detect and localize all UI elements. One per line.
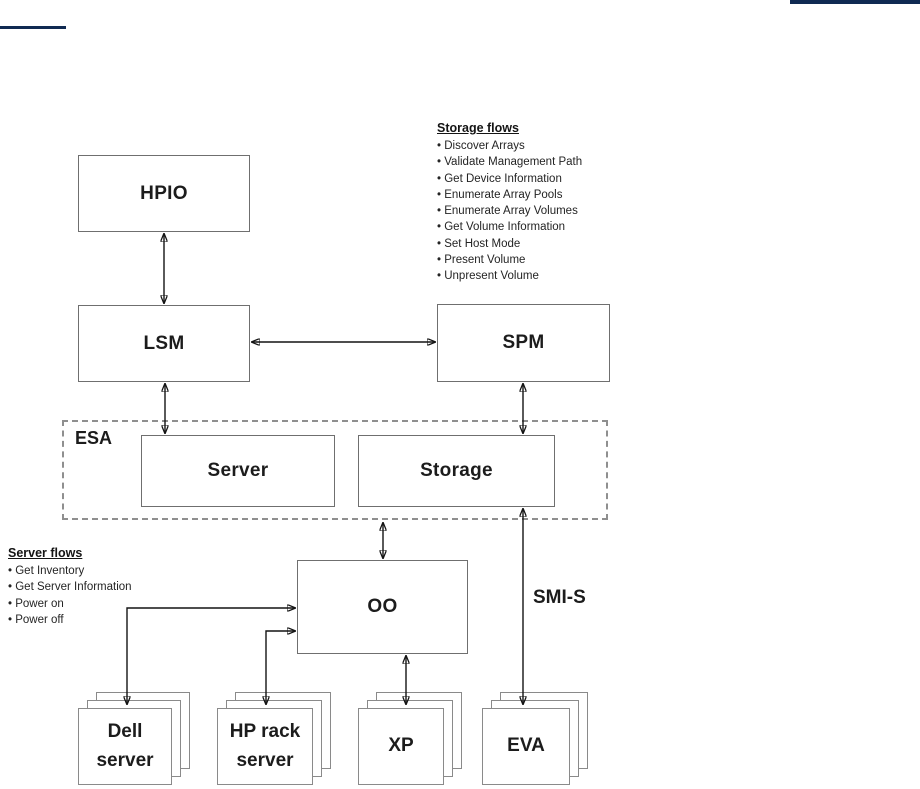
esa-group-box: ESA xyxy=(62,420,608,520)
storage-label: Storage xyxy=(420,460,493,481)
storage-flows-title: Storage flows xyxy=(437,121,519,135)
server-label: Server xyxy=(207,460,269,481)
page-rule-top-right xyxy=(790,0,920,4)
hp-rack-server-box: HP rack server xyxy=(217,708,313,785)
lsm-label: LSM xyxy=(143,332,185,354)
storage-box: Storage xyxy=(358,435,555,507)
hpio-box: HPIO xyxy=(78,155,250,232)
spm-box: SPM xyxy=(437,304,610,382)
xp-array-label: XP xyxy=(388,735,414,757)
flow-item: Validate Management Path xyxy=(437,154,632,170)
server-flows-items: Get InventoryGet Server InformationPower… xyxy=(8,563,183,628)
spm-label: SPM xyxy=(502,332,545,353)
server-flows-title: Server flows xyxy=(8,546,83,560)
smis-protocol-label: SMI-S xyxy=(533,587,586,608)
storage-flows-block: Storage flows Discover ArraysValidate Ma… xyxy=(437,121,632,285)
server-flows-block: Server flows Get InventoryGet Server Inf… xyxy=(8,546,183,628)
flow-item: Get Device Information xyxy=(437,171,632,187)
storage-flows-items: Discover ArraysValidate Management PathG… xyxy=(437,138,632,285)
hp-rack-server-label: HP rack server xyxy=(229,721,301,771)
esa-label: ESA xyxy=(75,428,113,448)
flow-item: Discover Arrays xyxy=(437,138,632,154)
flow-item: Power off xyxy=(8,612,183,628)
dell-server-box: Dell server xyxy=(78,708,172,785)
lsm-box: LSM xyxy=(78,305,250,382)
hpio-label: HPIO xyxy=(140,182,188,204)
flow-item: Get Server Information xyxy=(8,579,183,595)
oo-label: OO xyxy=(367,596,398,617)
flow-item: Enumerate Array Pools xyxy=(437,187,632,203)
eva-array-box: EVA xyxy=(482,708,570,785)
flow-item: Get Inventory xyxy=(8,563,183,579)
flow-item: Unpresent Volume xyxy=(437,268,632,284)
xp-array-box: XP xyxy=(358,708,444,785)
oo-box: OO xyxy=(297,560,468,654)
eva-array-stack: EVA xyxy=(482,692,588,785)
flow-item: Enumerate Array Volumes xyxy=(437,203,632,219)
xp-array-stack: XP xyxy=(358,692,462,785)
dell-server-stack: Dell server xyxy=(78,692,190,785)
dell-server-label: Dell server xyxy=(96,721,154,771)
flow-item: Present Volume xyxy=(437,252,632,268)
flow-item: Set Host Mode xyxy=(437,236,632,252)
eva-array-label: EVA xyxy=(507,735,545,757)
flow-item: Power on xyxy=(8,596,183,612)
flow-item: Get Volume Information xyxy=(437,219,632,235)
server-box: Server xyxy=(141,435,335,507)
hp-rack-server-stack: HP rack server xyxy=(217,692,331,785)
page-rule-top-left xyxy=(0,26,66,29)
